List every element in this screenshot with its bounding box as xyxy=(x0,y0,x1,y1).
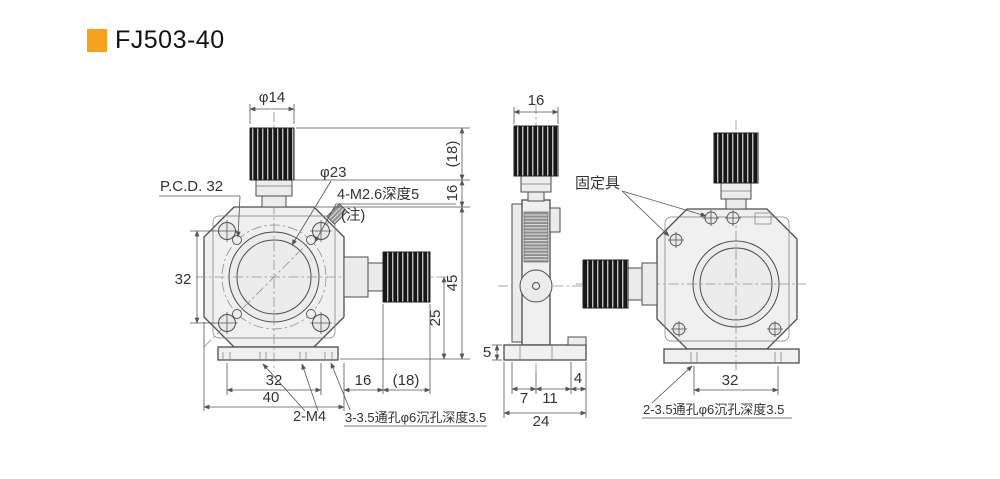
side-clamp-tab xyxy=(549,207,561,233)
front-view: φ14 φ23 P.C.D. 32 4-M2.6深度5 (注) xyxy=(159,89,487,427)
rear-base-plate xyxy=(663,348,800,364)
label-tap-text: 4-M2.6深度5 xyxy=(337,186,419,203)
rear-top-knob xyxy=(713,132,759,210)
knurled-knob-icon xyxy=(582,259,629,309)
label-tap: 4-M2.6深度5 (注) xyxy=(314,186,456,243)
label-pcd-text: P.C.D. 32 xyxy=(160,178,223,195)
label-fixture: 固定具 xyxy=(575,175,707,237)
label-front-holes-text: 3-3.5通孔φ6沉孔深度3.5 xyxy=(345,410,486,425)
front-side-knob xyxy=(343,251,431,303)
pcd-hole-icon xyxy=(232,235,242,245)
dim-rear-32: 32 xyxy=(693,366,779,395)
rear-top-tab xyxy=(754,212,772,225)
side-knurl-strip xyxy=(523,211,549,263)
knurled-knob-icon xyxy=(713,132,759,184)
side-back-plate xyxy=(511,203,523,343)
pcd-hole-icon xyxy=(306,235,316,245)
dim-right-stack: (18) 16 45 25 xyxy=(292,127,470,360)
pcd-hole-icon xyxy=(232,309,242,319)
front-top-knob xyxy=(249,127,295,208)
dim-left-32: 32 xyxy=(175,230,216,324)
dim-11-label: 11 xyxy=(542,390,558,407)
dim-side-16: 16 xyxy=(513,92,559,124)
dim-18-bottom-label: (18) xyxy=(393,372,420,389)
dim-phi14: φ14 xyxy=(249,89,295,124)
dim-45-label: 45 xyxy=(444,275,461,292)
rear-base-hole-marks xyxy=(690,352,782,363)
label-fixture-text: 固定具 xyxy=(575,175,620,192)
label-phi23-text: φ23 xyxy=(320,164,346,181)
pcd-hole-icon xyxy=(306,309,316,319)
label-tap-note: (注) xyxy=(341,207,365,224)
knurled-knob-icon xyxy=(382,251,431,303)
front-base-plate xyxy=(217,346,339,361)
label-phi23: φ23 xyxy=(291,164,346,246)
dim-bottom-width: 32 40 xyxy=(203,322,345,411)
title-block: FJ503-40 xyxy=(87,26,225,55)
side-screw-center xyxy=(532,282,540,290)
label-2m4-text: 2-M4 xyxy=(293,409,326,425)
dim-side-5: 5 xyxy=(483,344,502,361)
dim-16-bottom-label: 16 xyxy=(355,372,372,389)
label-2m4: 2-M4 xyxy=(262,363,326,425)
label-pcd: P.C.D. 32 xyxy=(159,178,241,238)
dim-24-label: 24 xyxy=(533,413,550,430)
side-base-plate xyxy=(503,344,587,361)
knurled-knob-icon xyxy=(249,127,295,181)
side-view: 16 5 7 11 4 24 xyxy=(483,92,604,430)
rear-view: 固定具 32 2-3.5通孔φ6沉孔深度3.5 xyxy=(575,120,806,419)
side-top-knob xyxy=(513,125,559,202)
label-rear-holes: 2-3.5通孔φ6沉孔深度3.5 xyxy=(642,365,792,419)
dim-18-side-label: (18) xyxy=(444,141,461,168)
clamp-screw-icon xyxy=(326,203,348,225)
knurled-knob-icon xyxy=(513,125,559,177)
label-front-holes: 3-3.5通孔φ6沉孔深度3.5 xyxy=(330,362,487,427)
dim-32-bottom-label: 32 xyxy=(266,372,283,389)
dim-25-label: 25 xyxy=(427,310,444,327)
dim-side-16-label: 16 xyxy=(528,92,545,109)
dim-side-knob-length: 16 (18) xyxy=(343,304,431,394)
dim-side-bottom: 7 11 4 24 xyxy=(503,362,587,430)
side-base-step xyxy=(567,336,587,346)
dim-16-side-label: 16 xyxy=(444,185,461,202)
dim-rear-32-label: 32 xyxy=(722,372,739,389)
dim-4-label: 4 xyxy=(574,370,582,387)
front-base-hole-marks xyxy=(222,352,333,360)
dim-32-left-label: 32 xyxy=(175,271,192,288)
dim-side-5-label: 5 xyxy=(483,344,491,361)
label-rear-holes-text: 2-3.5通孔φ6沉孔深度3.5 xyxy=(643,402,784,417)
dim-7-label: 7 xyxy=(520,390,528,407)
dim-phi14-label: φ14 xyxy=(259,89,285,106)
rear-side-knob xyxy=(582,259,658,309)
page-title: FJ503-40 xyxy=(115,26,225,54)
dim-40-label: 40 xyxy=(263,389,280,406)
orange-bullet xyxy=(87,29,107,52)
